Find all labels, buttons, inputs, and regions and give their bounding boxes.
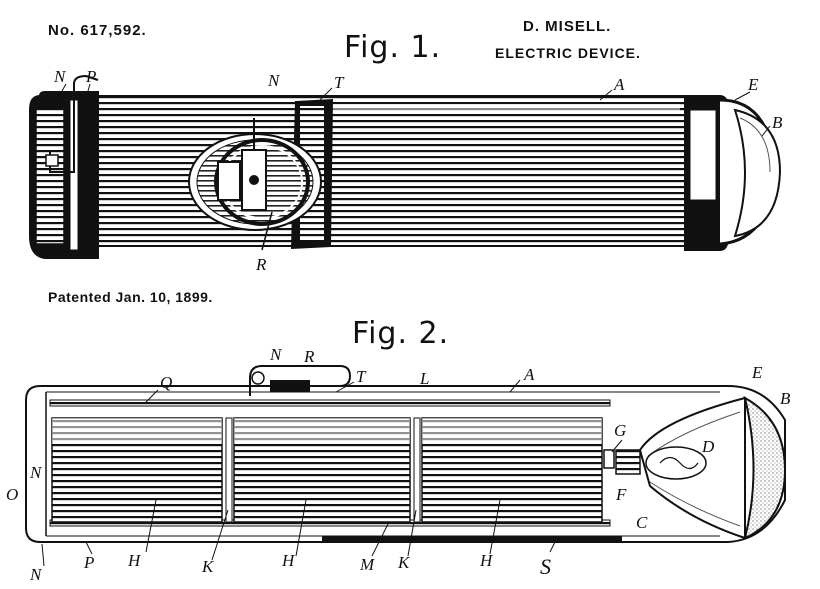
- figure-1-drawing: N P N T A E B R: [29, 67, 783, 274]
- fig2-label-m: M: [359, 555, 375, 574]
- fig1-label-n: N: [53, 67, 67, 86]
- inventor-name: D. MISELL.: [523, 18, 612, 35]
- fig2-label-r: R: [303, 347, 315, 366]
- lens-section: [743, 396, 787, 540]
- fig2-label-n-inner: N: [29, 463, 43, 482]
- fig2-label-b: B: [780, 389, 791, 408]
- fig2-label-o: O: [6, 485, 18, 504]
- clip-p: [49, 74, 99, 173]
- fig1-label-n2: N: [267, 71, 281, 90]
- battery-2: [233, 417, 411, 523]
- fig1-label-e: E: [747, 75, 759, 94]
- fig2-label-g: G: [614, 421, 626, 440]
- fig2-label-a: A: [523, 365, 535, 384]
- fig2-label-c: C: [636, 513, 648, 532]
- fig2-label-l: L: [419, 369, 429, 388]
- figure-2-caption: Fig. 2.: [352, 316, 450, 351]
- patent-number: No. 617,592.: [48, 22, 147, 39]
- fig2-label-d: D: [701, 437, 715, 456]
- figure-2-drawing: Q N R T L A E B G D O N F C H K H M K H …: [6, 345, 791, 584]
- battery-3: [421, 417, 603, 523]
- fig2-label-n: N: [269, 345, 283, 364]
- bulb: [645, 446, 707, 480]
- fig2-label-p: P: [83, 553, 94, 572]
- fig1-label-t: T: [334, 73, 345, 92]
- switch-ring: [214, 138, 310, 226]
- fig1-label-a: A: [613, 75, 625, 94]
- fig2-label-k2: K: [397, 553, 411, 572]
- fig2-label-h1: H: [127, 551, 142, 570]
- fig2-label-q: Q: [160, 373, 172, 392]
- fig2-label-h3: H: [479, 551, 494, 570]
- invention-title: ELECTRIC DEVICE.: [495, 45, 641, 61]
- fig2-label-t: T: [356, 367, 367, 386]
- fig2-label-f: F: [615, 485, 627, 504]
- fig2-label-k1: K: [201, 557, 215, 576]
- fig1-label-p: P: [85, 67, 96, 86]
- fig2-label-s: S: [540, 554, 551, 579]
- battery-1: [51, 417, 223, 523]
- fig2-label-h2: H: [281, 551, 296, 570]
- switch-section: [249, 365, 352, 396]
- fig2-label-e: E: [751, 363, 763, 382]
- tube-body: [84, 95, 696, 247]
- fig1-label-r: R: [255, 255, 267, 274]
- fig2-label-n-bottom: N: [29, 565, 43, 584]
- patented-date: Patented Jan. 10, 1899.: [48, 289, 213, 305]
- lens: [733, 108, 782, 238]
- figure-1-caption: Fig. 1.: [344, 30, 442, 65]
- fig1-label-b: B: [772, 113, 783, 132]
